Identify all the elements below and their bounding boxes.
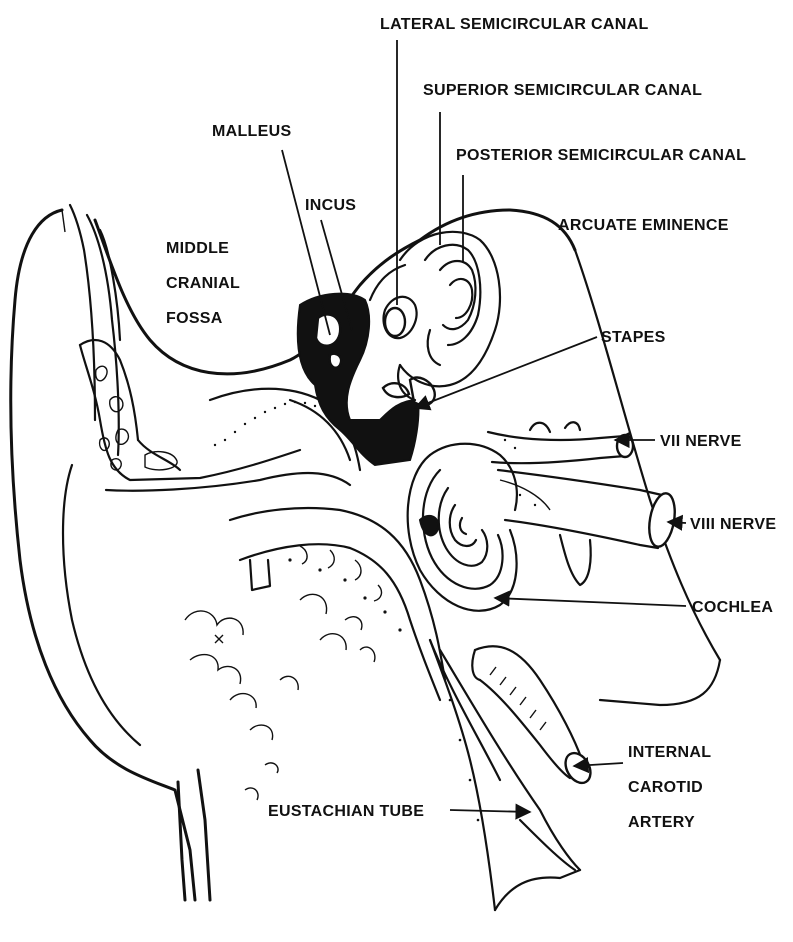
- cochlea-shape: [408, 444, 517, 611]
- label-posterior-semicircular-canal: POSTERIOR SEMICIRCULAR CANAL: [456, 147, 746, 164]
- label-middle-cranial-fossa-1: MIDDLE: [166, 240, 229, 257]
- label-internal-carotid-artery-1: INTERNAL: [628, 744, 711, 761]
- label-eustachian-tube: EUSTACHIAN TUBE: [268, 803, 424, 820]
- label-vii-nerve: VII NERVE: [660, 433, 742, 450]
- leader-eustachian-tube: [450, 810, 530, 812]
- label-arcuate-eminence: ARCUATE EMINENCE: [558, 217, 729, 234]
- label-malleus: MALLEUS: [212, 123, 291, 140]
- label-incus: INCUS: [305, 197, 356, 214]
- labels: LATERAL SEMICIRCULAR CANAL SUPERIOR SEMI…: [166, 16, 776, 831]
- eustachian-tube-shape: [430, 640, 580, 910]
- leader-viii-nerve: [668, 522, 686, 523]
- label-viii-nerve: VIII NERVE: [690, 516, 776, 533]
- mastoid-air-cells: [185, 594, 375, 800]
- label-stapes: STAPES: [601, 329, 666, 346]
- label-lateral-semicircular-canal: LATERAL SEMICIRCULAR CANAL: [380, 16, 649, 33]
- label-middle-cranial-fossa-3: FOSSA: [166, 310, 223, 327]
- label-internal-carotid-artery-3: ARTERY: [628, 814, 695, 831]
- leader-stapes: [415, 337, 597, 408]
- label-cochlea: COCHLEA: [692, 599, 773, 616]
- label-internal-carotid-artery-2: CAROTID: [628, 779, 703, 796]
- ear-canal: [230, 508, 445, 700]
- leader-cochlea: [495, 598, 686, 606]
- label-middle-cranial-fossa-2: CRANIAL: [166, 275, 240, 292]
- label-superior-semicircular-canal: SUPERIOR SEMICIRCULAR CANAL: [423, 82, 702, 99]
